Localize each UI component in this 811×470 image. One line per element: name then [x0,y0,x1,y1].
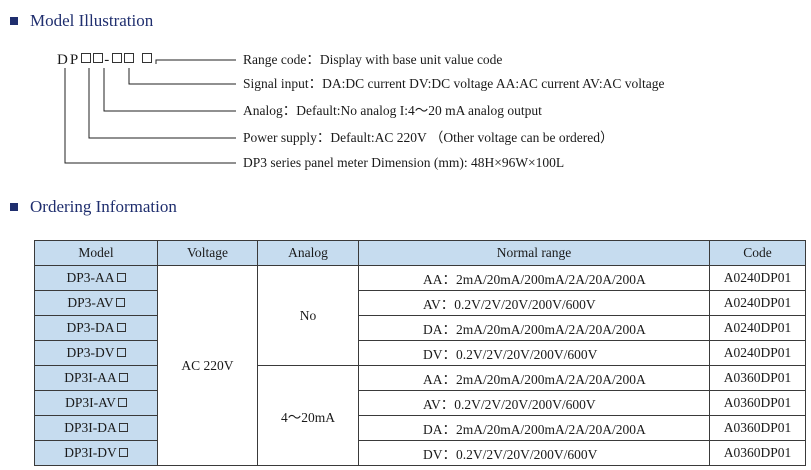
ordering-information-heading: Ordering Information [10,196,177,218]
cell-code: A0240DP01 [709,315,806,341]
model-leader-lines [64,59,236,164]
cell-code: A0240DP01 [709,340,806,366]
cell-model: DP3I-AA [34,365,158,391]
header-analog: Analog [257,240,359,266]
desc-series: DP3 series panel meter Dimension (mm): 4… [243,155,565,170]
desc-signal-input: Signal input：DA:DC current DV:DC voltage… [243,76,665,91]
cell-analog: 4～20mA [257,365,359,466]
cell-range: DV：0.2V/2V/20V/200V/600V [358,340,710,366]
cell-model: DP3-AA [34,265,158,291]
cell-model: DP3-DV [34,340,158,366]
table-row: DP3I-AV AV：0.2V/2V/20V/200V/600V A0360DP… [34,390,806,416]
placeholder-box-icon [93,53,104,63]
header-model: Model [34,240,158,266]
header-code: Code [709,240,806,266]
placeholder-box-icon [141,53,152,63]
cell-range: AA：2mA/20mA/200mA/2A/20A/200A [358,365,710,391]
cell-code: A0360DP01 [709,390,806,416]
table-row: DP3I-DV DV：0.2V/2V/20V/200V/600V A0360DP… [34,440,806,466]
cell-model: DP3-AV [34,290,158,316]
table-row: DP3-DA DA：2mA/20mA/200mA/2A/20A/200A A02… [34,315,806,341]
placeholder-box-icon [112,53,123,63]
table-row: DP3-DV DV：0.2V/2V/20V/200V/600V A0240DP0… [34,340,806,366]
cell-range: AA：2mA/20mA/200mA/2A/20A/200A [358,265,710,291]
cell-range: AV：0.2V/2V/20V/200V/600V [358,390,710,416]
table-row: DP3I-AA 4～20mA AA：2mA/20mA/200mA/2A/20A/… [34,365,806,466]
cell-analog: No [257,265,359,366]
table-row: DP3-AV AV：0.2V/2V/20V/200V/600V A0240DP0… [34,290,806,316]
cell-code: A0240DP01 [709,265,806,291]
header-normal-range: Normal range [358,240,710,266]
leader-line-range-code [155,59,236,64]
leader-line-analog [103,68,236,112]
table-row: DP3-AA AC 220V No AA：2mA/20mA/200mA/2A/2… [34,265,806,466]
cell-code: A0360DP01 [709,365,806,391]
model-code: DP - [57,52,153,69]
header-voltage: Voltage [157,240,258,266]
desc-range-code: Range code：Display with base unit value … [243,52,503,67]
cell-model: DP3I-AV [34,390,158,416]
placeholder-box-icon [116,348,126,357]
placeholder-box-icon [117,398,127,407]
leader-line-series [64,68,236,164]
cell-range: DA：2mA/20mA/200mA/2A/20A/200A [358,415,710,441]
placeholder-box-icon [115,298,125,307]
placeholder-box-icon [116,323,126,332]
placeholder-box-icon [118,448,128,457]
leader-line-signal-input [128,68,236,85]
cell-code: A0360DP01 [709,415,806,441]
cell-voltage: AC 220V [157,265,258,466]
desc-power-supply: Power supply：Default:AC 220V （Other volt… [243,130,614,145]
cell-code: A0360DP01 [709,440,806,466]
table-row: DP3I-DA DA：2mA/20mA/200mA/2A/20A/200A A0… [34,415,806,441]
placeholder-box-icon [118,373,128,382]
cell-model: DP3-DA [34,315,158,341]
cell-range: DA：2mA/20mA/200mA/2A/20A/200A [358,315,710,341]
placeholder-box-icon [124,53,135,63]
section-title: Ordering Information [30,197,177,216]
square-bullet-icon [10,17,18,25]
model-code-prefix: DP [57,52,81,68]
model-illustration-heading: Model Illustration [10,10,153,32]
placeholder-box-icon [81,53,92,63]
code-hyphen: - [104,52,112,68]
desc-analog: Analog：Default:No analog I:4～20 mA analo… [243,103,542,118]
cell-range: DV：0.2V/2V/20V/200V/600V [358,440,710,466]
table-header-row: Model Voltage Analog Normal range Code [34,240,806,266]
placeholder-box-icon [118,423,128,432]
ordering-table: Model Voltage Analog Normal range Code D… [34,240,806,466]
cell-model: DP3I-DV [34,440,158,466]
placeholder-box-icon [116,273,126,282]
leader-line-power-supply [88,68,236,139]
cell-code: A0240DP01 [709,290,806,316]
cell-model: DP3I-DA [34,415,158,441]
section-title: Model Illustration [30,11,154,30]
cell-range: AV：0.2V/2V/20V/200V/600V [358,290,710,316]
square-bullet-icon [10,203,18,211]
